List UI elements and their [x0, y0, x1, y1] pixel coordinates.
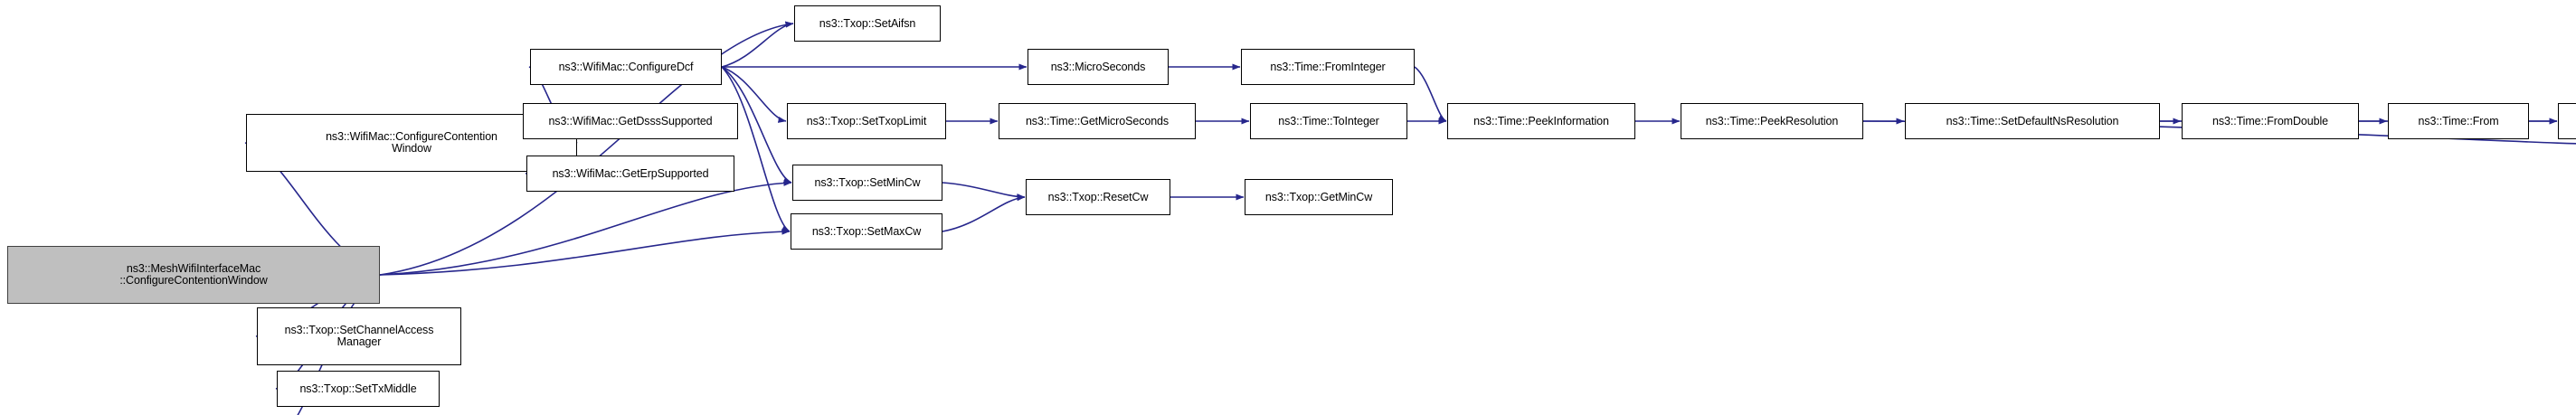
graph-edge-txop_setmincw-to-txop_resetcw — [942, 182, 1026, 201]
graph-node-label: ns3::Txop::ResetCw — [1047, 190, 1149, 203]
graph-node-txop_settxoplimit[interactable]: ns3::Txop::SetTxopLimit — [787, 103, 946, 139]
graph-node-txop_resetcw[interactable]: ns3::Txop::ResetCw — [1026, 179, 1170, 215]
graph-node-txop_getmincw[interactable]: ns3::Txop::GetMinCw — [1245, 179, 1393, 215]
graph-node-label: ns3::Time::SetDefaultNsResolution — [1946, 114, 2119, 127]
graph-node-fromdouble[interactable]: ns3::Time::FromDouble — [2182, 103, 2359, 139]
graph-edge-root-to-txop_setmaxcw — [379, 228, 791, 276]
graph-node-wifimac_dsss[interactable]: ns3::WifiMac::GetDsssSupported — [523, 103, 738, 139]
graph-edge-txop_setmaxcw-to-txop_resetcw — [942, 194, 1026, 232]
graph-node-label: ns3::WifiMac::GetErpSupported — [552, 166, 709, 180]
graph-node-label: ns3::Txop::SetChannelAccess Manager — [284, 324, 434, 348]
graph-node-frominteger[interactable]: ns3::Time::FromInteger — [1241, 49, 1415, 85]
graph-edge-wifimac_cdcf-to-txop_setaifsn — [721, 21, 794, 68]
graph-node-label: ns3::Time::ToInteger — [1278, 114, 1379, 127]
graph-node-label: ns3::MeshWifiInterfaceMac ::ConfigureCon… — [119, 262, 268, 287]
graph-node-label: ns3::Txop::SetAifsn — [819, 16, 916, 30]
graph-node-tointeger[interactable]: ns3::Time::ToInteger — [1250, 103, 1407, 139]
graph-node-label: ns3::Txop::SetMaxCw — [811, 224, 922, 238]
graph-node-txop_settxmiddle[interactable]: ns3::Txop::SetTxMiddle — [277, 371, 440, 407]
graph-node-label: ns3::Time::FromInteger — [1270, 60, 1386, 73]
graph-node-setdefaultns[interactable]: ns3::Time::SetDefaultNsResolution — [1905, 103, 2160, 139]
graph-node-label: ns3::Time::FromDouble — [2211, 114, 2329, 127]
graph-edge-root-to-txop_setmincw — [379, 179, 792, 276]
graph-node-label: ns3::WifiMac::GetDsssSupported — [548, 114, 713, 127]
graph-node-label: ns3::Txop::SetMinCw — [814, 175, 921, 189]
graph-node-root[interactable]: ns3::MeshWifiInterfaceMac ::ConfigureCon… — [7, 246, 380, 304]
graph-node-from[interactable]: ns3::Time::From — [2388, 103, 2529, 139]
graph-node-wifimac_ccw[interactable]: ns3::WifiMac::ConfigureContention Window — [246, 114, 577, 172]
graph-node-peekinformation[interactable]: ns3::Time::PeekInformation — [1447, 103, 1635, 139]
graph-node-label: ns3::Time::PeekResolution — [1705, 114, 1839, 127]
graph-node-label: ns3::Txop::GetMinCw — [1264, 190, 1373, 203]
graph-node-peekresolution[interactable]: ns3::Time::PeekResolution — [1681, 103, 1863, 139]
graph-node-label: ns3::Txop::SetTxMiddle — [299, 382, 417, 395]
graph-node-wifimac_cdcf[interactable]: ns3::WifiMac::ConfigureDcf — [530, 49, 722, 85]
graph-node-time[interactable]: ns3::Time::Time — [2558, 103, 2576, 139]
graph-node-label: ns3::Txop::SetTxopLimit — [806, 114, 927, 127]
graph-node-label: ns3::WifiMac::ConfigureDcf — [558, 60, 694, 73]
graph-node-txop_setaifsn[interactable]: ns3::Txop::SetAifsn — [794, 5, 941, 42]
graph-node-label: ns3::Time::GetMicroSeconds — [1025, 114, 1170, 127]
graph-node-getmicroseconds[interactable]: ns3::Time::GetMicroSeconds — [999, 103, 1196, 139]
graph-node-label: ns3::Time::PeekInformation — [1473, 114, 1609, 127]
graph-node-microseconds[interactable]: ns3::MicroSeconds — [1028, 49, 1169, 85]
graph-node-label: ns3::Time::From — [2418, 114, 2499, 127]
graph-node-label: ns3::Time::Time — [2562, 116, 2576, 127]
graph-node-txop_setmaxcw[interactable]: ns3::Txop::SetMaxCw — [791, 213, 942, 250]
graph-node-txop_setmincw[interactable]: ns3::Txop::SetMinCw — [792, 165, 942, 201]
graph-node-txop_setcam[interactable]: ns3::Txop::SetChannelAccess Manager — [257, 307, 461, 365]
graph-edge-frominteger-to-peekinformation — [1414, 66, 1447, 122]
graph-node-label: ns3::MicroSeconds — [1050, 60, 1146, 73]
graph-edge-wifimac_cdcf-to-txop_setmaxcw — [721, 66, 791, 232]
graph-node-wifimac_erp[interactable]: ns3::WifiMac::GetErpSupported — [526, 156, 734, 192]
graph-node-label: ns3::WifiMac::ConfigureContention Window — [326, 130, 497, 155]
